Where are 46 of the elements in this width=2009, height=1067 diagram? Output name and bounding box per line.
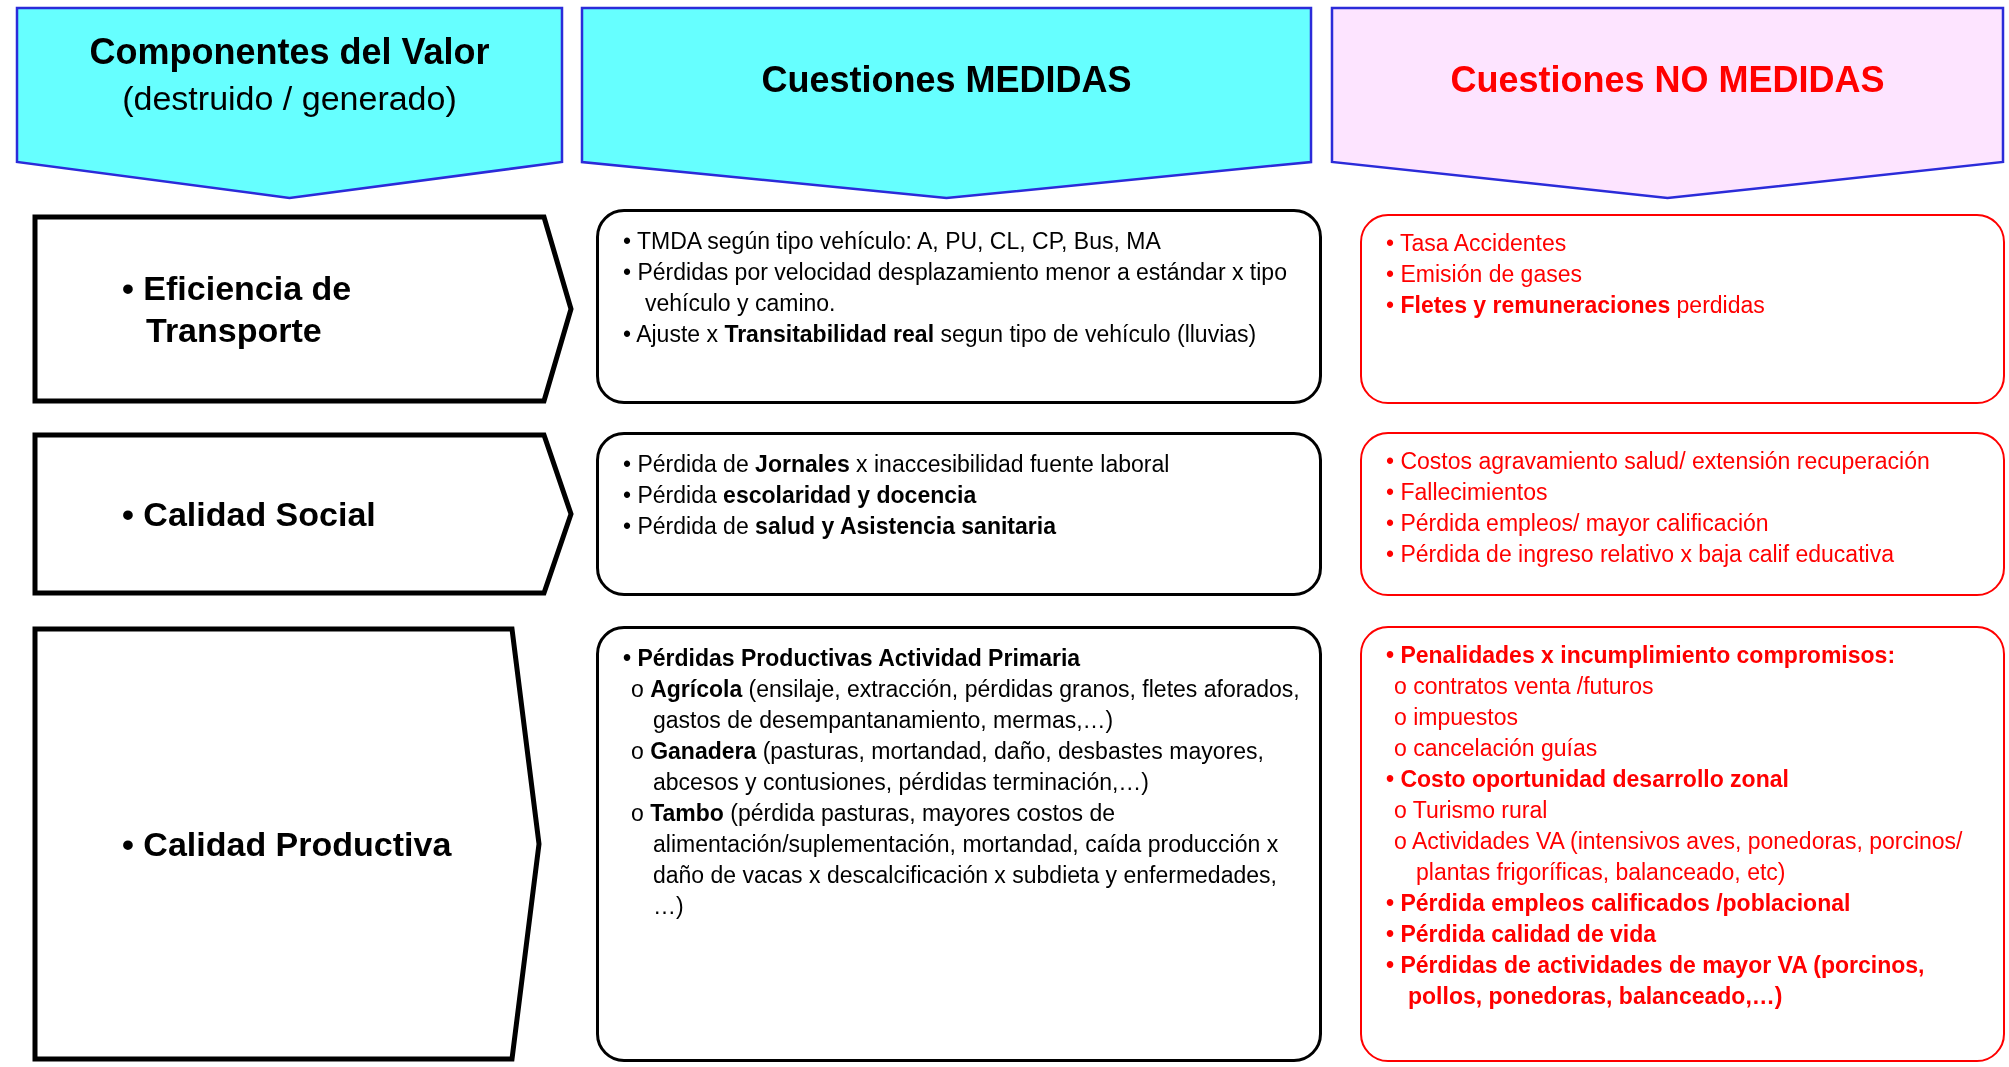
list-item: • Pérdida calidad de vida bbox=[1386, 920, 1658, 949]
chevron-box bbox=[32, 432, 574, 596]
sub-list-item: o impuestos bbox=[1394, 703, 1519, 732]
unmeasured-items-box bbox=[1360, 214, 2005, 404]
measured-items-box bbox=[596, 432, 1322, 596]
category-label: • Calidad Social bbox=[122, 494, 377, 535]
header-banner bbox=[580, 6, 1313, 200]
list-item: • TMDA según tipo vehículo: A, PU, CL, CP, Bus, MA bbox=[623, 227, 1162, 256]
sub-list-item: o contratos venta /futuros bbox=[1394, 672, 1655, 701]
column-heading: Cuestiones NO MEDIDAS bbox=[1450, 58, 1885, 102]
list-item: • Pérdida empleos/ mayor calificación bbox=[1386, 509, 1770, 538]
list-item: • Penalidades x incumplimiento compromisos: bbox=[1386, 641, 1897, 670]
list-item: • Fletes y remuneraciones perdidas bbox=[1386, 291, 1766, 320]
list-item: • Pérdida de Jornales x inaccesibilidad fuente laboral bbox=[623, 450, 1171, 479]
unmeasured-items-box bbox=[1360, 626, 2005, 1062]
list-item: • Pérdida de ingreso relativo x baja calif educativa bbox=[1386, 540, 1895, 569]
list-item: • Costo oportunidad desarrollo zonal bbox=[1386, 765, 1790, 794]
category-label: • Calidad Productiva bbox=[122, 824, 453, 865]
list-item: • Emisión de gases bbox=[1386, 260, 1583, 289]
category-label: • Eficiencia de Transporte bbox=[122, 268, 353, 351]
list-item: • Pérdida de salud y Asistencia sanitaria bbox=[623, 512, 1058, 541]
header-banner bbox=[15, 6, 564, 200]
list-item: • Pérdidas Productivas Actividad Primaria bbox=[623, 644, 1082, 673]
measured-items-box bbox=[596, 626, 1322, 1062]
sub-list-item: o Turismo rural bbox=[1394, 796, 1549, 825]
measured-items-box bbox=[596, 209, 1322, 404]
column-subheading: (destruido / generado) bbox=[122, 78, 457, 119]
list-item: • Pérdidas de actividades de mayor VA (porcinos, pollos, ponedoras, balanceado,…) bbox=[1386, 951, 1926, 1011]
sub-list-item: o Actividades VA (intensivos aves, ponedoras, porcinos/ plantas frigoríficas, balanceado, etc) bbox=[1394, 827, 1964, 887]
list-item: • Pérdida escolaridad y docencia bbox=[623, 481, 978, 510]
list-item: • Pérdida empleos calificados /poblacional bbox=[1386, 889, 1852, 918]
header-banner bbox=[1330, 6, 2005, 200]
chevron-box bbox=[32, 214, 574, 404]
sub-list-item: o cancelación guías bbox=[1394, 734, 1599, 763]
list-item: • Costos agravamiento salud/ extensión recuperación bbox=[1386, 447, 1931, 476]
column-heading: Cuestiones MEDIDAS bbox=[761, 58, 1132, 102]
list-item: • Pérdidas por velocidad desplazamiento menor a estándar x tipo vehículo y camino. bbox=[623, 258, 1288, 318]
sub-list-item: o Agrícola (ensilaje, extracción, pérdidas granos, fletes aforados, gastos de desempantanamiento, mermas,…) bbox=[631, 675, 1301, 735]
column-heading: Componentes del Valor bbox=[89, 30, 490, 74]
list-item: • Ajuste x Transitabilidad real segun tipo de vehículo (lluvias) bbox=[623, 320, 1258, 349]
sub-list-item: o Tambo (pérdida pasturas, mayores costos de alimentación/suplementación, mortandad, caída producción x daño de vacas x descalcificación x subdieta y enfermedades, …) bbox=[631, 799, 1280, 921]
list-item: • Tasa Accidentes bbox=[1386, 229, 1568, 258]
sub-list-item: o Ganadera (pasturas, mortandad, daño, desbastes mayores, abcesos y contusiones, pérdidas terminación,…) bbox=[631, 737, 1265, 797]
unmeasured-items-box bbox=[1360, 432, 2005, 596]
chevron-box bbox=[32, 626, 542, 1062]
list-item: • Fallecimientos bbox=[1386, 478, 1549, 507]
